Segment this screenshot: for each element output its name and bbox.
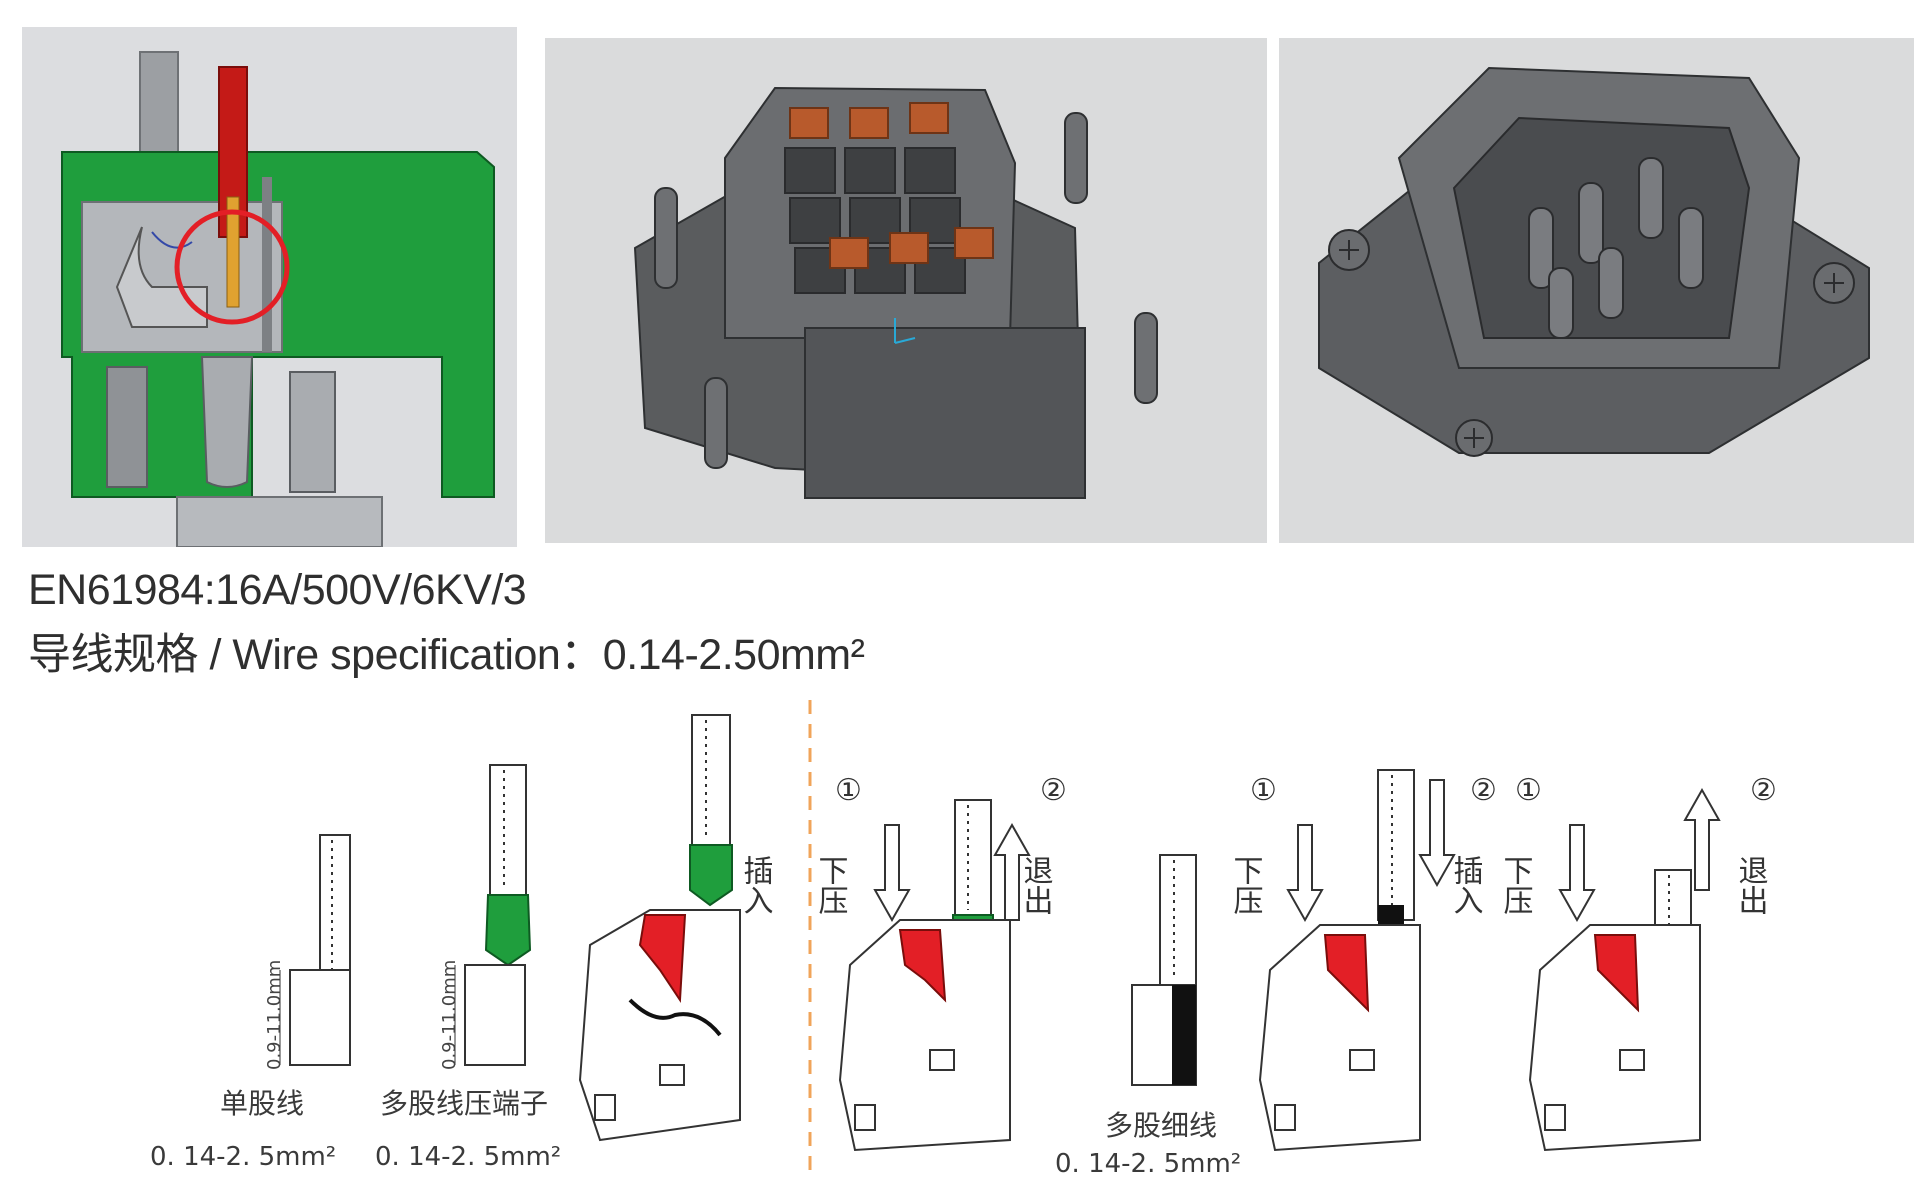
step-one-a: ① bbox=[835, 773, 862, 808]
contact-grid bbox=[784, 147, 966, 294]
single-wire-length: 0.9-11.0mm bbox=[264, 960, 285, 1070]
step-one-c: ① bbox=[1515, 773, 1542, 808]
withdraw-label-a: 退出 bbox=[1018, 855, 1053, 915]
terminal-press-withdraw-stranded bbox=[1528, 787, 1721, 1152]
step-two-b: ② bbox=[1470, 773, 1497, 808]
wire-core bbox=[226, 196, 240, 308]
ferrule-wire-figure bbox=[454, 764, 532, 1066]
wire-specification: 导线规格 / Wire specification：0.14-2.50mm² bbox=[28, 631, 865, 679]
pin-right bbox=[289, 371, 336, 493]
cross-section-image bbox=[22, 27, 517, 547]
ferrule-wire-label: 多股线压端子 bbox=[380, 1087, 548, 1120]
male-insert-drawing bbox=[1318, 66, 1870, 457]
insert-label-2: 插入 bbox=[1448, 855, 1483, 915]
ferrule-wire-range: 0. 14-2. 5mm² bbox=[375, 1142, 561, 1172]
pin-center bbox=[200, 356, 254, 488]
wiring-instruction-diagram: 0.9-11.0mm 单股线 0. 14-2. 5mm² 0.9-11.0mm … bbox=[150, 700, 1777, 1179]
base-block bbox=[176, 496, 383, 547]
step-two-a: ② bbox=[1040, 773, 1067, 808]
terminal-press-withdraw-ferrule bbox=[838, 799, 1031, 1152]
contact-springs bbox=[789, 102, 994, 269]
insert-body bbox=[804, 327, 1086, 499]
single-wire-label: 单股线 bbox=[220, 1087, 304, 1120]
fine-stranded-wire-figure bbox=[1131, 854, 1197, 1086]
red-release-lever bbox=[638, 914, 687, 1004]
withdraw-arrow-c bbox=[1683, 787, 1721, 891]
press-label-b: 下压 bbox=[1228, 855, 1264, 915]
pin-left bbox=[106, 366, 148, 488]
terminal-cavity bbox=[81, 201, 283, 353]
spring-clamp bbox=[115, 226, 208, 328]
single-wire-range: 0. 14-2. 5mm² bbox=[150, 1142, 336, 1172]
terminal-insert-ferrule bbox=[578, 714, 741, 1142]
insert-arrow-b bbox=[1418, 779, 1456, 888]
press-arrow-c bbox=[1558, 824, 1596, 923]
female-insert-image bbox=[545, 38, 1267, 543]
male-pins bbox=[1528, 157, 1704, 339]
press-label-a: 下压 bbox=[813, 855, 849, 915]
withdraw-arrow-a bbox=[993, 822, 1031, 921]
press-arrow-a bbox=[873, 824, 911, 923]
step-one-b: ① bbox=[1250, 773, 1277, 808]
single-wire-figure bbox=[279, 834, 351, 1066]
withdraw-label-c: 退出 bbox=[1733, 855, 1768, 915]
terminal-press-insert-stranded bbox=[1258, 769, 1456, 1152]
highlight-circle bbox=[174, 209, 290, 325]
fine-stranded-label: 多股细线 bbox=[1105, 1109, 1217, 1142]
fine-stranded-range: 0. 14-2. 5mm² bbox=[1055, 1149, 1241, 1179]
press-label-c: 下压 bbox=[1498, 855, 1534, 915]
ferrule-sleeve bbox=[484, 894, 532, 967]
step-two-c: ② bbox=[1750, 773, 1777, 808]
grey-wire bbox=[139, 51, 179, 163]
ferrule-wire-length: 0.9-11.0mm bbox=[439, 960, 460, 1070]
guide-pins bbox=[654, 112, 1158, 469]
press-arrow-b bbox=[1286, 824, 1324, 923]
insert-label-1: 插入 bbox=[738, 855, 773, 915]
standard-rating: EN61984:16A/500V/6KV/3 bbox=[28, 566, 527, 614]
male-insert-image bbox=[1279, 38, 1914, 543]
cross-section-drawing bbox=[61, 51, 495, 547]
female-insert-drawing bbox=[633, 86, 1158, 499]
